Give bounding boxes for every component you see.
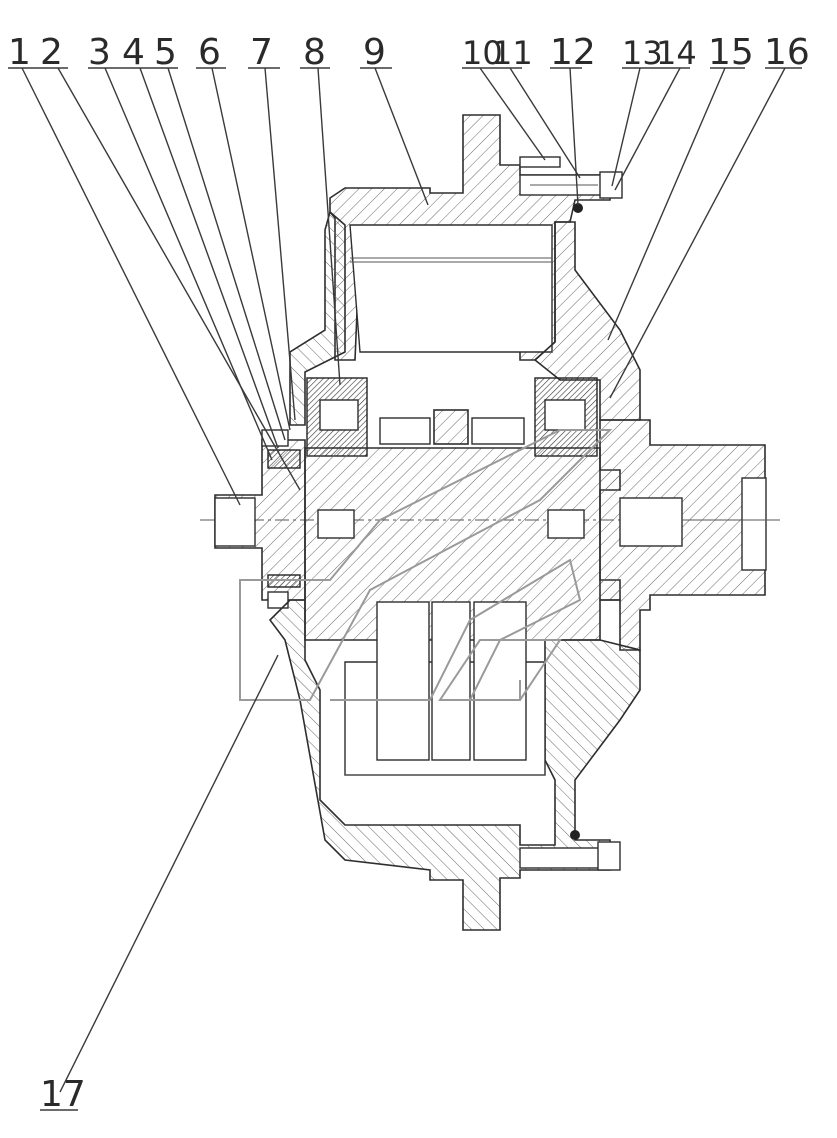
callout-12: 12 [550, 32, 596, 73]
callout-4: 4 [122, 32, 145, 73]
input-cap [214, 429, 306, 609]
callout-10: 10 [462, 34, 503, 72]
callout-13: 13 [622, 34, 663, 72]
callout-5: 5 [154, 32, 177, 73]
bearing-right [534, 377, 598, 457]
callout-17: 17 [40, 1074, 86, 1115]
callout-6: 6 [198, 32, 221, 73]
callout-7: 7 [250, 32, 273, 73]
leader-lines [8, 67, 802, 1111]
callout-11: 11 [492, 34, 533, 72]
bolt-top [519, 156, 623, 213]
gear-teeth-upper [379, 409, 525, 445]
callout-16: 16 [764, 32, 810, 73]
callout-3: 3 [88, 32, 111, 73]
output-flange [599, 419, 780, 651]
callout-2: 2 [40, 32, 63, 73]
callout-9: 9 [363, 32, 386, 73]
watermark-graphic [239, 429, 613, 701]
housing-lower [268, 599, 641, 931]
callout-labels: 1 2 3 4 5 6 7 8 9 10 11 12 13 14 15 16 1… [8, 32, 810, 1115]
callout-1: 1 [8, 32, 31, 73]
callout-14: 14 [656, 34, 697, 72]
bearing-left [306, 377, 368, 457]
callout-8: 8 [303, 32, 326, 73]
callout-15: 15 [708, 32, 754, 73]
